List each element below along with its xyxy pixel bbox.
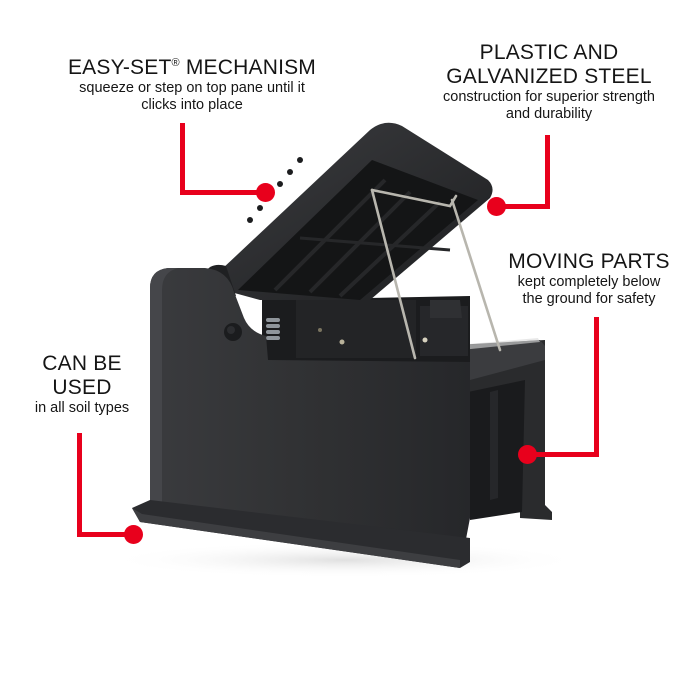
callout-title: GALVANIZED STEEL xyxy=(446,65,652,89)
callout-desc-line: clicks into place xyxy=(141,96,243,113)
callout-easy-set: EASY-SET® MECHANISM squeeze or step on t… xyxy=(52,56,332,113)
callout-title: CAN BE xyxy=(42,352,122,375)
callout-leader-easy-set xyxy=(180,123,185,195)
callout-desc-line: the ground for safety xyxy=(522,290,656,307)
callout-desc-line: kept completely below xyxy=(517,274,661,291)
callout-dot-plastic-steel xyxy=(487,197,506,216)
callout-title: PLASTIC AND xyxy=(479,41,619,64)
callout-plastic-steel: PLASTIC AND GALVANIZED STEEL constructio… xyxy=(414,41,684,123)
callout-leader-plastic-steel xyxy=(545,135,550,209)
callout-desc-line: construction for superior strength xyxy=(443,89,655,106)
spring xyxy=(266,318,280,340)
callout-dot-moving-parts xyxy=(518,445,537,464)
callout-leader-soil-types xyxy=(77,433,82,537)
callout-leader-easy-set xyxy=(180,190,268,195)
callout-leader-soil-types xyxy=(77,532,137,537)
callout-leader-moving-parts xyxy=(594,317,599,457)
callout-desc-line: squeeze or step on top pane until it xyxy=(79,80,305,97)
callout-desc-line: and durability xyxy=(505,105,593,122)
callout-title: EASY-SET® MECHANISM xyxy=(67,56,317,79)
callout-dot-soil-types xyxy=(124,525,143,544)
callout-leader-moving-parts xyxy=(530,452,599,457)
callout-dot-easy-set xyxy=(256,183,275,202)
callout-title: USED xyxy=(52,376,112,400)
callout-title: MOVING PARTS xyxy=(508,250,670,273)
callout-soil-types: CAN BE USED in all soil types xyxy=(14,352,150,417)
callout-desc-line: in all soil types xyxy=(34,400,130,417)
callout-leader-plastic-steel xyxy=(500,204,550,209)
callout-moving-parts: MOVING PARTS kept completely below the g… xyxy=(494,250,684,307)
